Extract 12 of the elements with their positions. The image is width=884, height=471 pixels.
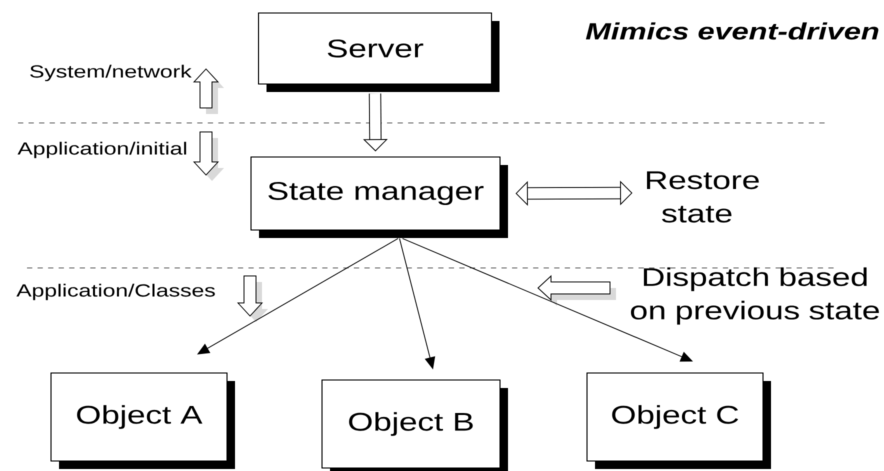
process-box: State manager [250,156,508,238]
layer-label: Application/initial [18,142,186,158]
process-box: Object A [50,372,236,469]
title: Mimics event-driven [586,22,878,40]
layer-label: Application/Classes [16,284,215,300]
process-box: Object C [586,372,771,469]
layer-label: System/network [30,64,192,82]
arrow [516,180,632,206]
note-text: Restore state [647,171,759,223]
note-text: Dispatch based on previous state [630,267,879,325]
process-box: Object B [321,379,508,471]
process-box: Server [258,12,500,92]
